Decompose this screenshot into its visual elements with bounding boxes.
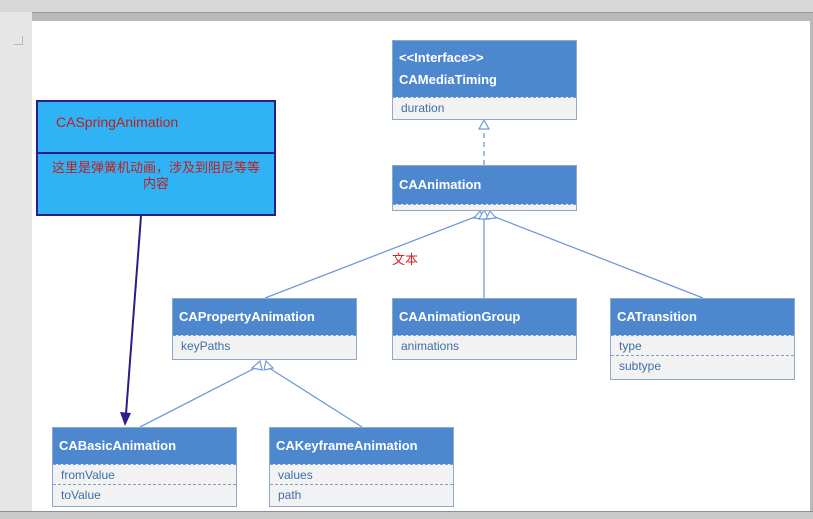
window-bottom-bar — [0, 511, 813, 519]
class-header: CAAnimation — [393, 166, 576, 204]
class-name: CATransition — [617, 309, 697, 324]
class-name: CAKeyframeAnimation — [276, 438, 418, 453]
attribute-type: type — [611, 335, 794, 355]
class-name: CAMediaTiming — [399, 72, 497, 87]
class-box-ca-keyframe-animation[interactable]: CAKeyframeAnimation values path — [269, 427, 454, 507]
attribute-fromvalue: fromValue — [53, 464, 236, 484]
attribute-duration: duration — [393, 97, 576, 117]
class-header: <<Interface>> CAMediaTiming — [393, 41, 576, 97]
attribute-keypaths: keyPaths — [173, 335, 356, 355]
attribute-animations: animations — [393, 335, 576, 355]
note-title: CASpringAnimation — [38, 102, 274, 154]
class-name: CAAnimationGroup — [399, 309, 521, 324]
class-box-ca-animation-group[interactable]: CAAnimationGroup animations — [392, 298, 577, 360]
note-description: 这里是弹簧机动画，涉及到阻尼等等内容 — [51, 160, 260, 191]
class-stereotype: <<Interface>> — [399, 50, 484, 65]
attribute-tovalue: toValue — [53, 484, 236, 504]
class-box-ca-basic-animation[interactable]: CABasicAnimation fromValue toValue — [52, 427, 237, 507]
note-box[interactable]: CASpringAnimation 这里是弹簧机动画，涉及到阻尼等等内容 — [36, 100, 276, 216]
window-left-margin — [0, 12, 32, 518]
class-header: CATransition — [611, 299, 794, 335]
class-box-ca-transition[interactable]: CATransition type subtype — [610, 298, 795, 380]
attribute-path: path — [270, 484, 453, 504]
attribute-subtype: subtype — [611, 355, 794, 375]
class-header: CAAnimationGroup — [393, 299, 576, 335]
class-box-ca-animation[interactable]: CAAnimation — [392, 165, 577, 211]
attribute-values: values — [270, 464, 453, 484]
class-name: CAPropertyAnimation — [179, 309, 315, 324]
class-header: CABasicAnimation — [53, 428, 236, 464]
class-box-ca-property-animation[interactable]: CAPropertyAnimation keyPaths — [172, 298, 357, 360]
class-name: CAAnimation — [399, 177, 482, 192]
class-header: CAPropertyAnimation — [173, 299, 356, 335]
window-top-bar — [0, 0, 813, 13]
class-header: CAKeyframeAnimation — [270, 428, 453, 464]
class-name: CABasicAnimation — [59, 438, 177, 453]
class-attributes-empty — [393, 204, 576, 211]
class-box-ca-media-timing[interactable]: <<Interface>> CAMediaTiming duration — [392, 40, 577, 120]
edge-label[interactable]: 文本 — [392, 252, 419, 267]
page-corner-mark — [14, 36, 23, 45]
